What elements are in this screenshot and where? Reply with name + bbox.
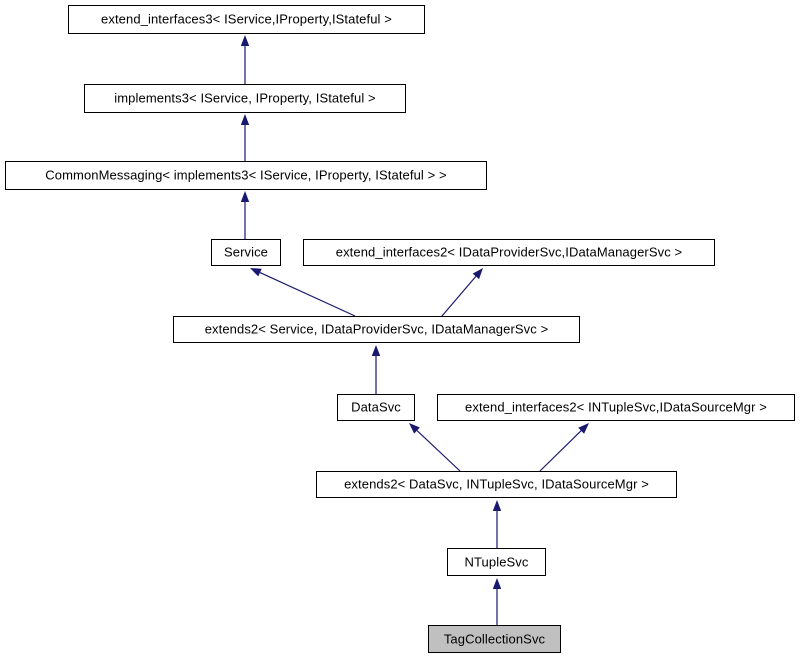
class-node-common_messaging[interactable]: CommonMessaging< implements3< IService, … [5,161,487,190]
class-node-label: TagCollectionSvc [443,631,546,646]
class-node-extend_interfaces2_provider[interactable]: extend_interfaces2< IDataProviderSvc,IDa… [303,239,715,266]
inheritance-edge-ntuplesvc-to-extends2_datasvc [492,500,502,548]
inheritance-edge-extends2_datasvc-to-extend_interfaces2_ntuple [539,423,589,472]
class-node-label: extend_interfaces2< IDataProviderSvc,IDa… [335,244,683,260]
inheritance-edge-tagcollectionsvc-to-ntuplesvc [492,578,502,625]
class-node-label: extends2< Service, IDataProviderSvc, IDa… [204,321,549,337]
class-node-label: extend_interfaces2< INTupleSvc,IDataSour… [465,399,767,415]
class-node-datasvc[interactable]: DataSvc [337,394,415,421]
class-node-service[interactable]: Service [211,239,281,266]
class-node-label: extend_interfaces3< IService,IProperty,I… [101,11,392,27]
inheritance-edge-service-to-common_messaging [240,191,250,239]
inheritance-edge-extends2_service-to-extend_interfaces2_provider [441,268,483,317]
class-node-extends2_service[interactable]: extends2< Service, IDataProviderSvc, IDa… [173,316,580,343]
class-node-label: Service [223,244,269,260]
class-node-ntuplesvc[interactable]: NTupleSvc [447,548,546,576]
class-node-label: CommonMessaging< implements3< IService, … [45,167,447,183]
class-node-implements3[interactable]: implements3< IService, IProperty, IState… [84,84,406,113]
class-node-extend_interfaces2_ntuple[interactable]: extend_interfaces2< INTupleSvc,IDataSour… [437,394,795,421]
class-node-extends2_datasvc[interactable]: extends2< DataSvc, INTupleSvc, IDataSour… [316,471,677,498]
inheritance-edge-implements3-to-extend_interfaces3 [240,35,250,84]
class-node-label: extends2< DataSvc, INTupleSvc, IDataSour… [344,476,649,492]
inheritance-edge-datasvc-to-extends2_service [371,345,381,394]
class-node-label: DataSvc [351,399,401,415]
class-node-label: implements3< IService, IProperty, IState… [114,90,376,106]
class-node-extend_interfaces3[interactable]: extend_interfaces3< IService,IProperty,I… [68,5,425,34]
class-node-label: NTupleSvc [464,554,529,569]
inheritance-edge-extends2_service-to-service [250,268,356,317]
inheritance-edge-common_messaging-to-implements3 [240,114,250,161]
class-node-tagcollectionsvc[interactable]: TagCollectionSvc [428,625,561,653]
inheritance-edge-extends2_datasvc-to-datasvc [409,423,461,472]
